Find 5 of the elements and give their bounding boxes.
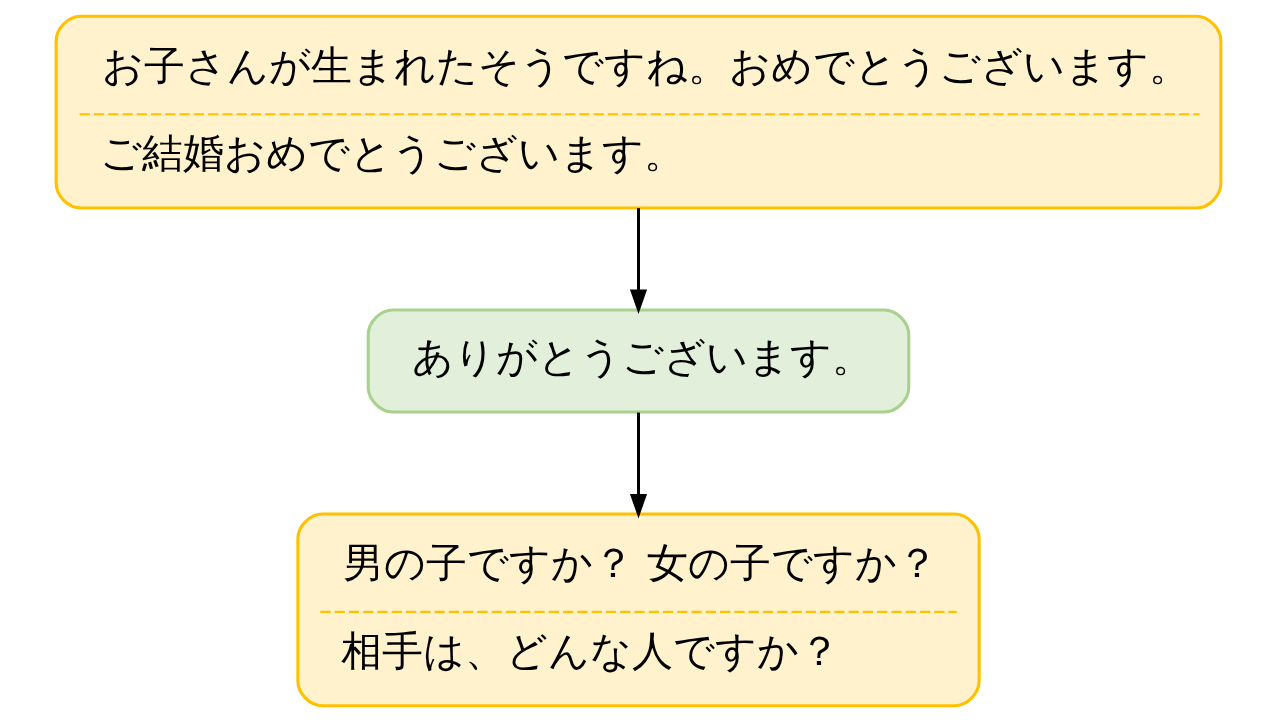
arrow (629, 208, 647, 315)
arrow (629, 412, 647, 519)
node-box: ありがとうございます。 (366, 308, 910, 414)
node-box: お子さんが生まれたそうですね。おめでとうございます。 ご結婚おめでとうございます。 (54, 14, 1222, 210)
node-box: 男の子ですか？ 女の子ですか？ 相手は、どんな人ですか？ (295, 512, 981, 708)
